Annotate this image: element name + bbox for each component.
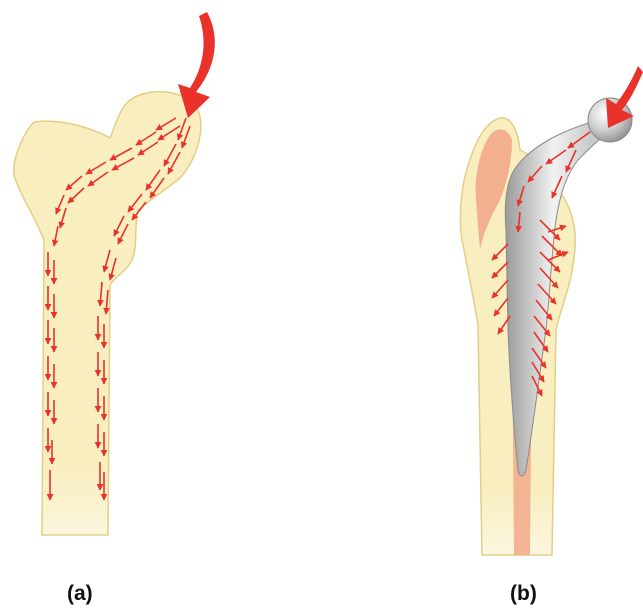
load-arrow-icon [178,12,215,118]
panel-label-a: (a) [67,582,93,606]
panel-b [460,66,643,555]
femur-bone-natural [14,92,201,535]
panel-label-b: (b) [510,582,537,606]
load-arrow-icon [606,66,643,128]
panel-a [14,12,215,535]
